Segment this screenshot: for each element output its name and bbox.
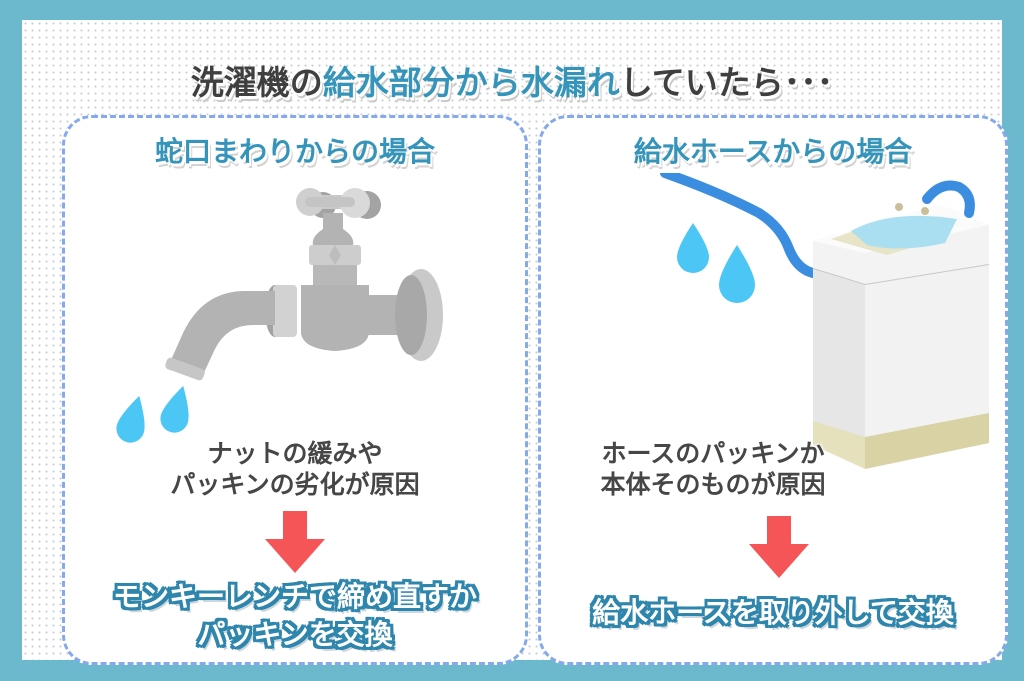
title-part-3: していたら･･･ bbox=[619, 63, 834, 102]
faucet-dripping-icon bbox=[105, 173, 445, 443]
cause-line: 本体そのものが原因 bbox=[600, 470, 826, 499]
down-arrow-icon bbox=[265, 511, 325, 575]
page-title: 洗濯機の給水部分から水漏れしていたら･･･ bbox=[22, 56, 1002, 104]
washing-machine-hose-leak-icon bbox=[641, 173, 1001, 473]
title-part-1: 洗濯機の bbox=[190, 63, 323, 102]
panel-faucet: 蛇口まわりからの場合 bbox=[62, 115, 528, 665]
cause-line: ホースのパッキンか bbox=[601, 439, 825, 468]
solution-line: 給水ホースを取り外して交換 bbox=[592, 596, 954, 629]
cause-line: パッキンの劣化が原因 bbox=[170, 470, 420, 499]
cause-text-faucet: ナットの緩みや パッキンの劣化が原因 bbox=[65, 438, 525, 500]
panel-title-hose: 給水ホースからの場合 bbox=[633, 135, 913, 168]
solution-line: モンキーレンチで締め直すか bbox=[112, 580, 477, 613]
panel-title-faucet: 蛇口まわりからの場合 bbox=[154, 135, 435, 168]
cause-text-hose: ホースのパッキンか 本体そのものが原因 bbox=[541, 438, 1005, 500]
panel-hose: 給水ホースからの場合 bbox=[538, 115, 1008, 665]
down-arrow-icon bbox=[749, 516, 809, 580]
title-highlight: 給水部分から水漏れ bbox=[322, 63, 620, 102]
solution-text-hose: 給水ホースを取り外して交換 bbox=[541, 594, 1005, 632]
infographic-canvas: 洗濯機の給水部分から水漏れしていたら･･･ 蛇口まわりからの場合 bbox=[22, 20, 1008, 665]
cause-line: ナットの緩みや bbox=[207, 439, 383, 468]
solution-text-faucet: モンキーレンチで締め直すか パッキンを交換 bbox=[65, 578, 525, 654]
solution-line: パッキンを交換 bbox=[197, 618, 393, 651]
